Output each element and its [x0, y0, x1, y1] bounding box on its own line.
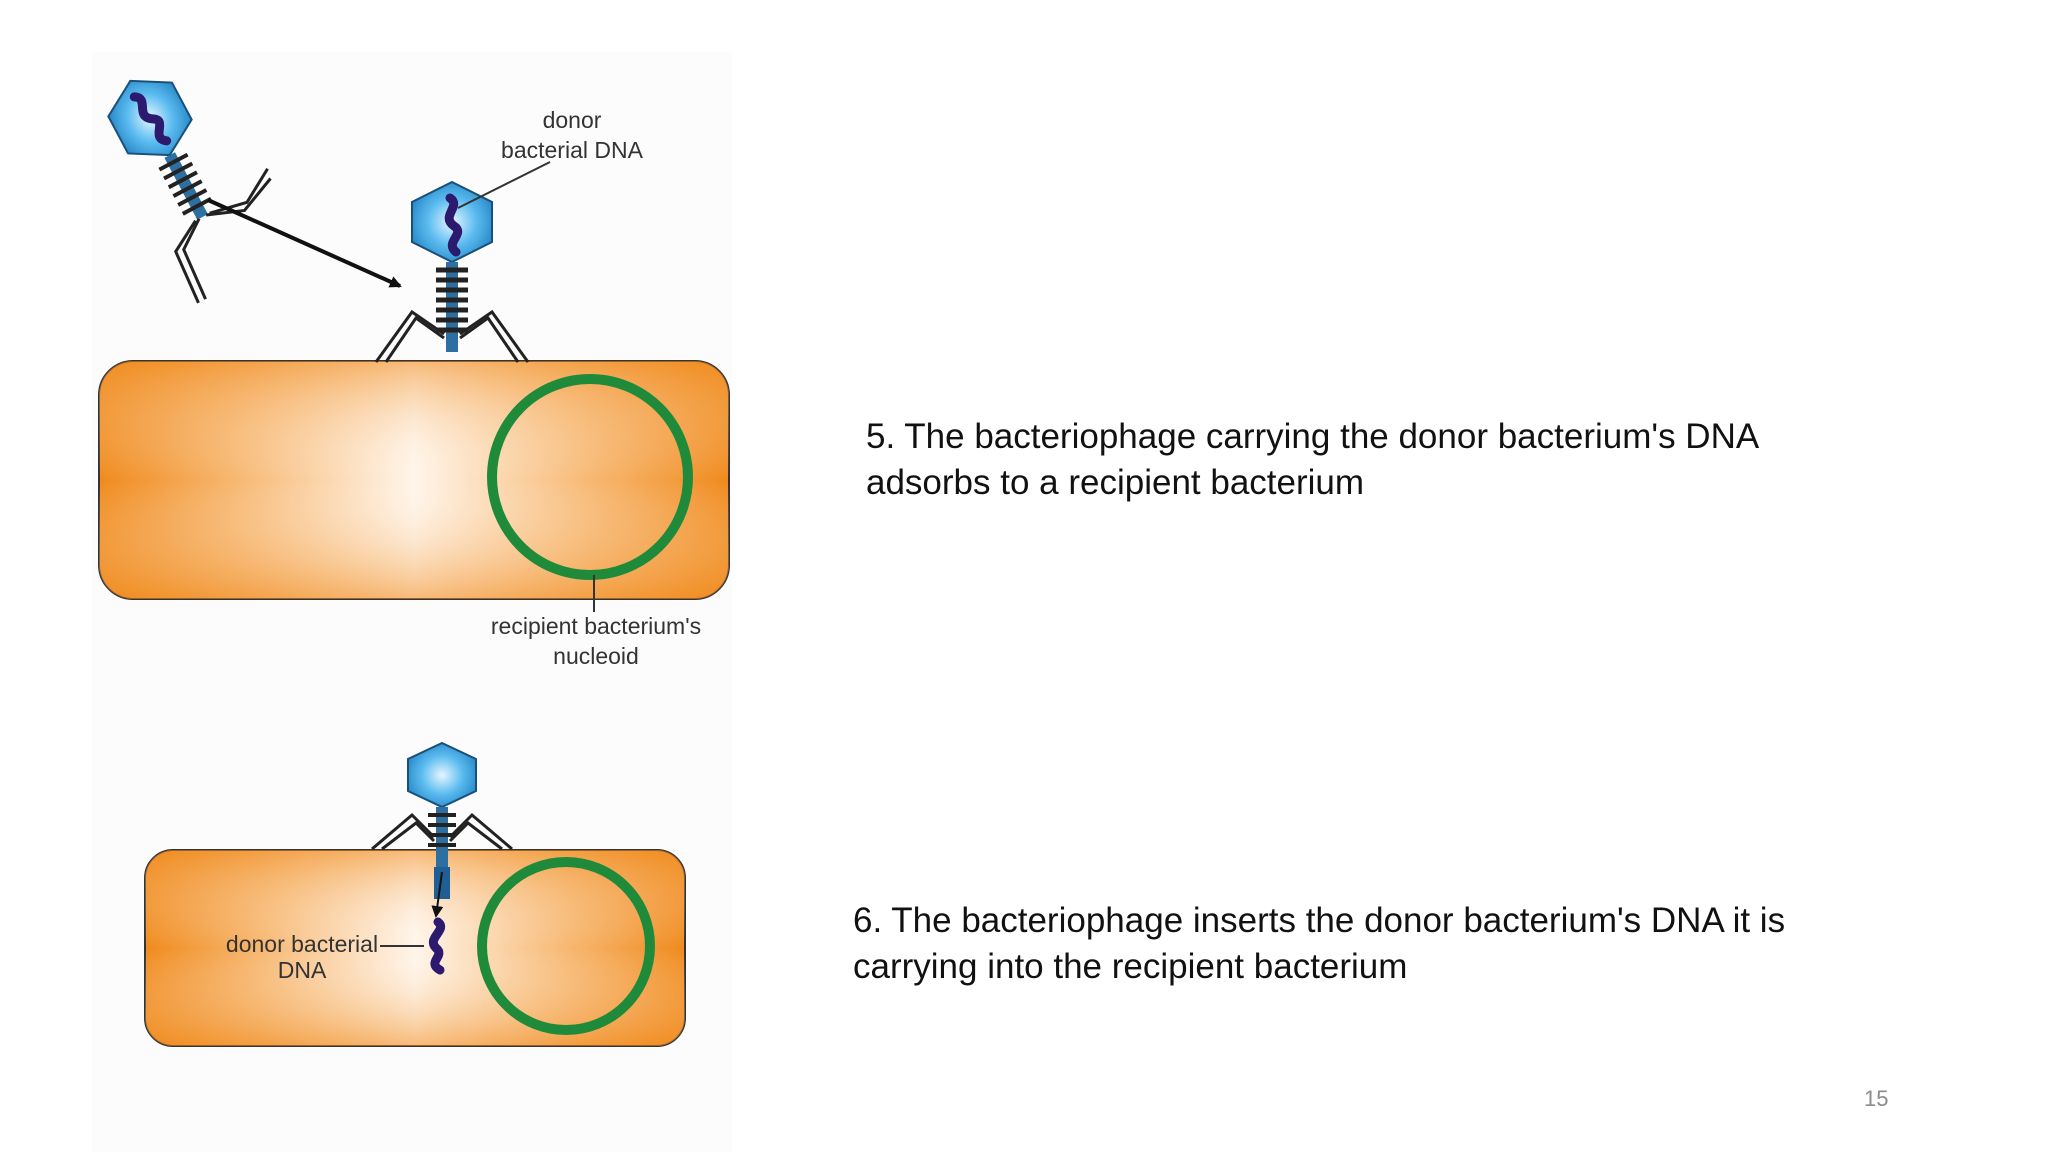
nucleoid-label-line2: nucleoid: [553, 643, 639, 669]
recipient-bacterium-step6: [144, 849, 686, 1047]
page-number: 15: [1864, 1086, 1889, 1111]
inserted-dna-label-line2: DNA: [278, 957, 327, 983]
nucleoid-ring-step6: [477, 857, 655, 1035]
step6-caption-line2: carrying into the recipient bacterium: [853, 947, 1408, 986]
free-phage: [107, 79, 272, 304]
step5-caption-line2: adsorbs to a recipient bacterium: [866, 463, 1365, 502]
donor-label-line2: bacterial DNA: [501, 137, 644, 163]
donor-label-line1: donor: [543, 107, 602, 133]
step6-caption-line1: 6. The bacteriophage inserts the donor b…: [853, 901, 1786, 940]
injecting-phage-step6: [371, 741, 513, 899]
step5-caption: 5. The bacteriophage carrying the donor …: [866, 414, 1966, 506]
step6-caption: 6. The bacteriophage inserts the donor b…: [853, 898, 1973, 990]
inserted-donor-dna: [429, 917, 445, 975]
phage-motion-arrow: [207, 198, 402, 288]
injection-arrow: [431, 871, 444, 918]
recipient-bacterium-step5: [98, 360, 730, 600]
donor-dna-pointer-step5: [457, 161, 551, 209]
nucleoid-label-line1: recipient bacterium's: [491, 613, 701, 639]
step5-caption-line1: 5. The bacteriophage carrying the donor …: [866, 417, 1760, 456]
inserted-dna-label-line1: donor bacterial: [226, 931, 378, 957]
nucleoid-ring-step5: [487, 374, 693, 580]
attached-phage-step5: [374, 180, 530, 363]
